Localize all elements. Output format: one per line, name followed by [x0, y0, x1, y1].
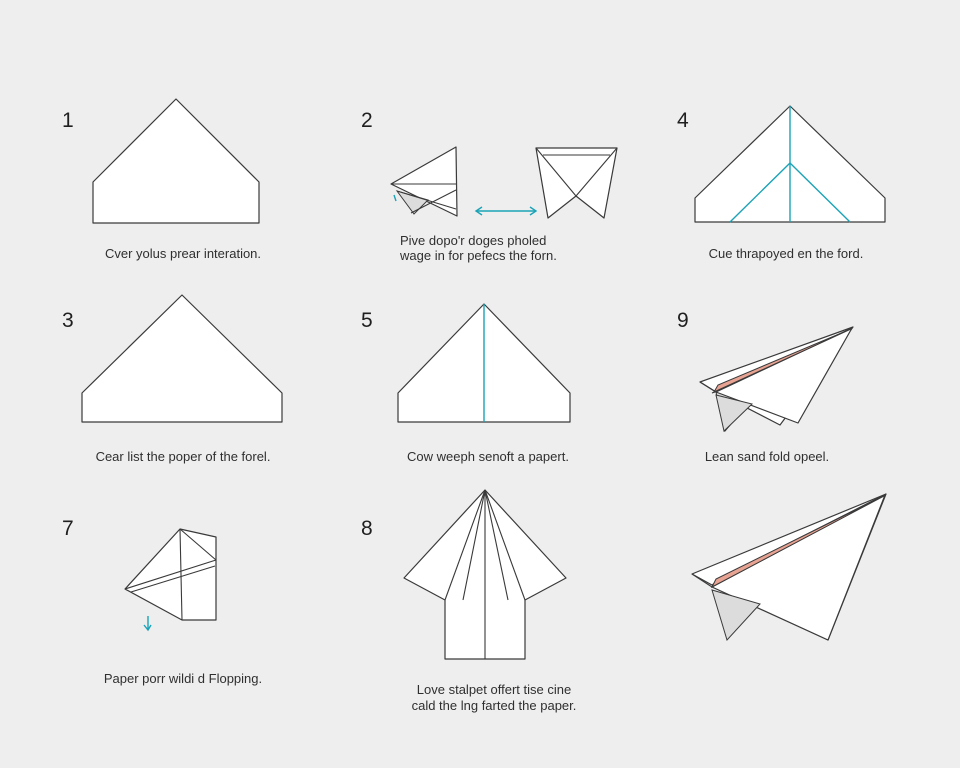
step-2-arrow: [474, 206, 538, 216]
step-8-caption-line1: Love stalpet offert tise cine: [416, 682, 572, 697]
step-2-number: 2: [361, 109, 373, 132]
final-plane: [691, 493, 887, 641]
step-5-paper: [397, 303, 571, 423]
step-1-caption: Cver yolus prear interation.: [104, 246, 262, 261]
step-8-paper: [403, 489, 567, 660]
step-4-caption: Cue thrapoyed en the ford.: [708, 246, 864, 261]
step-7-paper: [124, 528, 217, 632]
step-7-number: 7: [62, 517, 74, 540]
step-2-caption-line1: Pive dopo'r doges pholed: [400, 233, 547, 248]
step-2-right-fold: [535, 147, 618, 219]
step-3-number: 3: [62, 309, 74, 332]
step-2-left-fold: [390, 146, 458, 217]
step-3-caption: Cear list the poper of the forel.: [95, 449, 271, 464]
step-2-caption-line2: wage in for pefecs the forn.: [400, 248, 557, 263]
step-7-caption: Paper porr wildi d Flopping.: [103, 671, 263, 686]
step-5-caption: Cow weeph senoft a papert.: [407, 449, 569, 464]
step-4-paper: [694, 105, 886, 223]
step-9-number: 9: [677, 309, 689, 332]
step-8-caption-line2: cald the lng farted the paper.: [411, 698, 577, 713]
step-4-number: 4: [677, 109, 689, 132]
step-9-caption: Lean sand fold opeel.: [704, 449, 830, 464]
step-9-plane: [699, 326, 854, 433]
step-1-paper: [92, 98, 260, 224]
step-3-paper: [81, 294, 283, 423]
step-1-number: 1: [62, 109, 74, 132]
step-5-number: 5: [361, 309, 373, 332]
step-8-number: 8: [361, 517, 373, 540]
